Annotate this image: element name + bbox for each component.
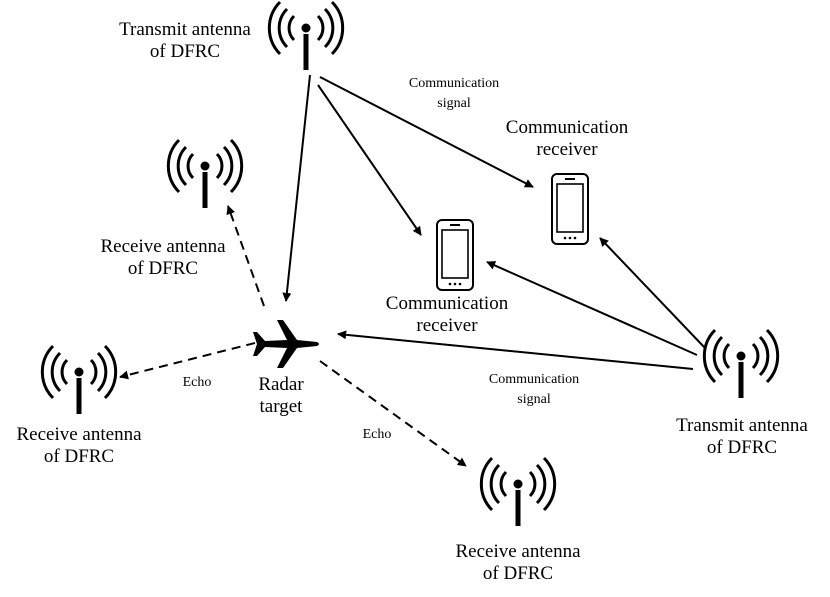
echo-bottom-label: Echo (362, 427, 392, 442)
echo-arrow-to-receive-top-left (226, 205, 265, 307)
arrow-transmit-to-target (282, 74, 311, 302)
airplane-icon (253, 320, 319, 368)
arrow-transmit-right-to-receiver-right (599, 237, 706, 349)
echo-left-label: Echo (182, 375, 212, 390)
arrow-transmit-to-receiver-right (319, 76, 534, 188)
receive-antenna-left-icon (40, 344, 118, 416)
echo-arrow-to-receive-bottom (319, 360, 467, 467)
arrow-transmit-right-to-receiver-center (486, 261, 698, 356)
receive-antenna-top-left-icon (166, 138, 244, 210)
echo-arrow-to-receive-left (119, 342, 256, 380)
arrow-transmit-to-receiver-center (317, 84, 422, 236)
receive-antenna-bottom-icon (479, 456, 557, 528)
communication-receiver-right-icon (551, 173, 589, 245)
communication-receiver-center-icon (436, 219, 474, 291)
transmit-antenna-top-icon (267, 0, 345, 72)
transmit-antenna-right-icon (702, 328, 780, 400)
arrow-transmit-right-to-target (337, 330, 694, 370)
